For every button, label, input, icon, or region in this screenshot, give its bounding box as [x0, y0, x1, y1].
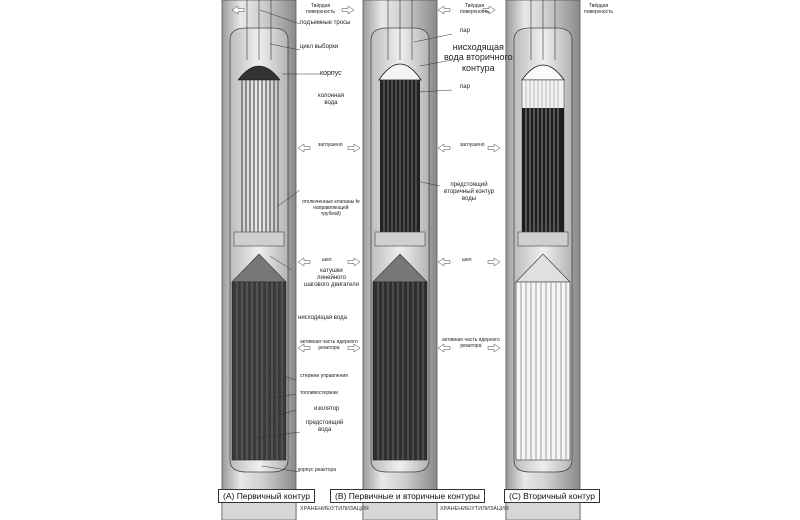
- label-steam-b: пар: [460, 28, 470, 34]
- label-small-mid-b: заглушено: [460, 142, 485, 148]
- caption-c: (C) Вторичный контур: [504, 489, 600, 503]
- label-vessel: корпус: [320, 70, 342, 77]
- label-fuel-assembly: топливостержни: [300, 390, 339, 396]
- label-control-rods: стержни управления: [300, 373, 348, 379]
- label-reactor-vessel: корпус реактора: [298, 467, 337, 473]
- caption-a: (A) Первичный контур: [218, 489, 315, 503]
- column-a: [221, 0, 297, 520]
- column-c: [505, 0, 581, 520]
- leader-lines: [255, 9, 453, 473]
- footer-left: ХРАНЕНИЕ/УТИЛИЗАЦИЯ: [300, 506, 369, 512]
- label-steam2-b: пар: [460, 84, 470, 90]
- label-sampling-tube: цикл выборки: [300, 44, 339, 50]
- footer-right: ХРАНЕНИЕ/УТИЛИЗАЦИЯ: [440, 506, 509, 512]
- label-downcomer: нисходящая вода: [298, 315, 347, 321]
- label-lifting-cables: подъемные тросы: [300, 20, 351, 26]
- flow-arrows: [231, 5, 501, 353]
- caption-b: (B) Первичные и вторичные контуры: [330, 489, 485, 503]
- label-shell-b: шел: [462, 257, 472, 263]
- label-small-mid: заглушено: [318, 142, 343, 148]
- label-insulator: изолятор: [314, 406, 340, 412]
- column-b: [362, 0, 438, 520]
- label-shell: шел: [322, 257, 332, 263]
